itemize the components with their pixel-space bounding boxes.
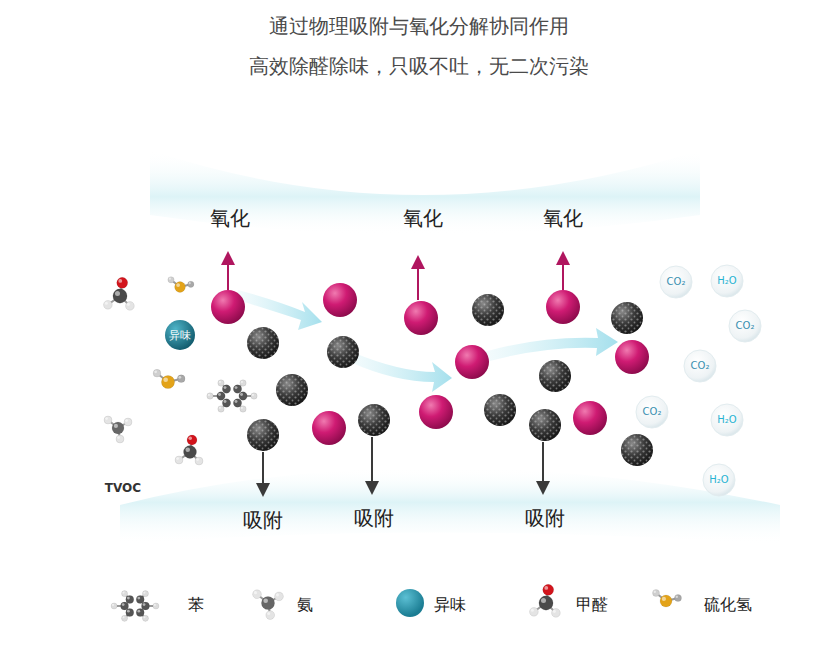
tvoc-label: TVOC — [105, 481, 141, 495]
node-text: CO₂ — [667, 277, 686, 287]
adsorption-ball — [247, 419, 279, 451]
oxidation-arrow — [417, 262, 419, 300]
oxidation-ball — [419, 395, 453, 429]
flow-arrow — [484, 328, 618, 362]
oxidation-label: 氧化 — [543, 206, 583, 230]
oxidation-arrow — [562, 258, 564, 290]
flow-arrow — [350, 352, 452, 392]
adsorption-arrow — [262, 452, 264, 490]
subtitle: 高效除醛除味，只吸不吐，无二次污染 — [249, 54, 589, 78]
oxidation-ball — [404, 301, 438, 335]
ammonia-molecule — [253, 590, 284, 620]
ammonia-molecule — [104, 416, 132, 443]
legend-text: 硫化氢 — [704, 595, 752, 614]
water-bubble: H₂O — [710, 264, 744, 298]
node-text: CO₂ — [691, 361, 710, 371]
adsorption-ball — [472, 294, 504, 326]
benzene-molecule — [111, 591, 159, 622]
title: 通过物理吸附与氧化分解协同作用 — [269, 14, 569, 38]
adsorption-ball — [276, 374, 308, 406]
legend-text: 异味 — [434, 595, 466, 614]
adsorption-label: 吸附 — [525, 506, 565, 530]
legend-swatch — [396, 589, 424, 617]
co2-bubble: CO₂ — [728, 309, 762, 343]
node-text: H₂O — [717, 276, 736, 286]
adsorption-ball — [247, 327, 279, 359]
formaldehyde-molecule — [175, 435, 203, 465]
adsorption-label: 吸附 — [243, 508, 283, 532]
legend-text: 氨 — [297, 595, 313, 614]
node-text: 异味 — [169, 330, 191, 341]
adsorption-ball — [621, 434, 653, 466]
oxidation-arrow — [227, 258, 229, 290]
legend-text: 苯 — [188, 595, 204, 614]
odor-molecule: 异味 — [164, 319, 196, 351]
hydrogen-sulfide-molecule — [653, 590, 682, 608]
adsorption-ball — [358, 404, 390, 436]
benzene-molecule — [207, 380, 257, 412]
legend-text: 甲醛 — [576, 595, 608, 614]
water-bubble: H₂O — [702, 463, 736, 497]
adsorption-arrow — [371, 437, 373, 488]
node-text: CO₂ — [736, 321, 755, 331]
co2-bubble: CO₂ — [683, 349, 717, 383]
node-text: H₂O — [709, 475, 728, 485]
adsorption-arrow — [542, 442, 544, 488]
oxidation-ball — [323, 283, 357, 317]
node-text: H₂O — [717, 415, 736, 425]
oxidation-ball — [546, 290, 580, 324]
adsorption-label: 吸附 — [354, 506, 394, 530]
node-text: CO₂ — [643, 407, 662, 417]
formaldehyde-molecule — [104, 277, 135, 310]
adsorption-ball — [484, 394, 516, 426]
oxidation-ball — [455, 345, 489, 379]
oxidation-ball — [211, 290, 245, 324]
water-bubble: H₂O — [710, 403, 744, 437]
hydrogen-sulfide-molecule — [153, 369, 185, 388]
adsorption-ball — [539, 360, 571, 392]
flow-arrow — [238, 290, 322, 330]
adsorption-ball — [529, 409, 561, 441]
oxidation-label: 氧化 — [210, 206, 250, 230]
adsorption-ball — [611, 302, 643, 334]
hydrogen-sulfide-molecule — [168, 277, 194, 293]
co2-bubble: CO₂ — [659, 265, 693, 299]
oxidation-ball — [615, 340, 649, 374]
adsorption-ball — [327, 336, 359, 368]
oxidation-ball — [312, 411, 346, 445]
co2-bubble: CO₂ — [635, 395, 669, 429]
formaldehyde-molecule — [530, 584, 561, 617]
oxidation-ball — [573, 401, 607, 435]
oxidation-label: 氧化 — [403, 206, 443, 230]
